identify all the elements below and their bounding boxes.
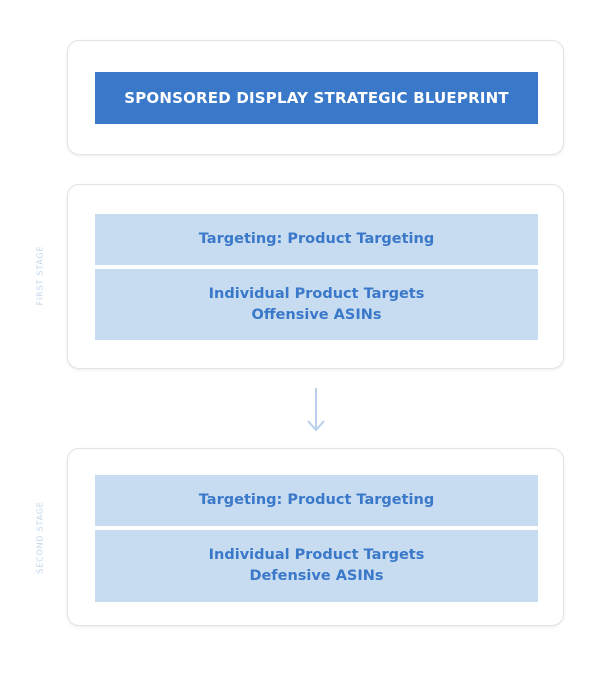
blueprint-title: SPONSORED DISPLAY STRATEGIC BLUEPRINT <box>95 72 538 124</box>
title-card: SPONSORED DISPLAY STRATEGIC BLUEPRINT <box>67 40 564 155</box>
down-arrow-icon <box>307 388 325 432</box>
second-stage-label: SECOND STAGE <box>35 501 45 574</box>
second-stage-card: Targeting: Product Targeting Individual … <box>67 448 564 626</box>
second-stage-targets: Individual Product Targets Defensive ASI… <box>95 530 538 602</box>
second-stage-targets-line1: Individual Product Targets <box>208 547 425 563</box>
first-stage-targets-line2: Offensive ASINs <box>251 306 382 323</box>
first-stage-card: Targeting: Product Targeting Individual … <box>67 184 564 369</box>
first-stage-targets-line1: Individual Product Targets <box>208 285 425 302</box>
second-stage-targeting: Targeting: Product Targeting <box>95 475 538 526</box>
first-stage-label: FIRST STAGE <box>35 245 45 306</box>
second-stage-targeting-text: Targeting: Product Targeting <box>198 492 435 508</box>
first-stage-targeting-text: Targeting: Product Targeting <box>198 231 435 247</box>
first-stage-targets: Individual Product Targets Offensive ASI… <box>95 269 538 340</box>
second-stage-targets-line2: Defensive ASINs <box>249 568 384 584</box>
first-stage-targeting: Targeting: Product Targeting <box>95 214 538 265</box>
